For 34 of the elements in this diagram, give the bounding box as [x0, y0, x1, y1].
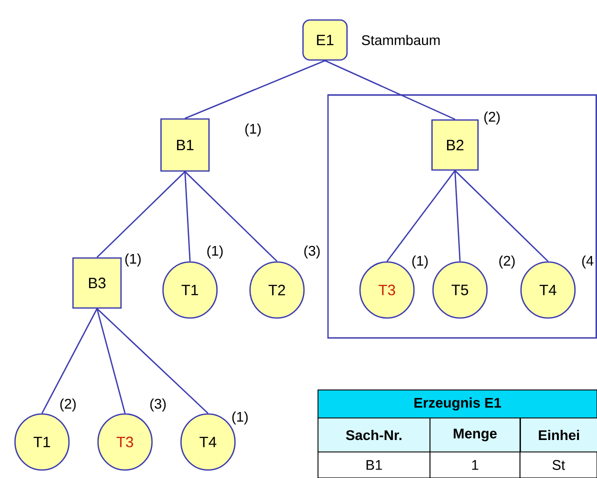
connector-line	[386, 170, 456, 262]
connector-line	[96, 308, 208, 414]
connector-line	[184, 60, 326, 119]
column-header: Einhei	[520, 418, 597, 452]
connector-line	[454, 170, 548, 262]
quantity-label: (1)	[243, 122, 263, 138]
connector-line	[41, 308, 98, 414]
connector-line	[184, 171, 278, 262]
connector-line	[96, 308, 126, 414]
column-header: Sach-Nr.	[318, 418, 430, 452]
quantity-label: (3)	[302, 244, 322, 260]
table-header: Erzeugnis E1	[318, 390, 597, 418]
group-frame	[327, 94, 597, 339]
quantity-label: (2)	[58, 397, 78, 412]
connector-line	[454, 170, 461, 262]
quantity-label: (2)	[497, 254, 517, 270]
quantity-label: (1)	[205, 244, 225, 260]
node-label: Stammbaum	[360, 34, 442, 46]
table-cell: St	[520, 452, 597, 478]
quantity-label: (3)	[148, 397, 168, 412]
quantity-label: (1)	[230, 410, 250, 426]
assembly-box: B2	[431, 119, 479, 171]
table-cell: B1	[318, 452, 430, 478]
assembly-box: B1	[160, 118, 210, 172]
connector-line	[96, 171, 186, 258]
assembly-box: B3	[72, 257, 122, 309]
product-box: E1	[302, 19, 348, 61]
quantity-label: (4	[580, 254, 595, 270]
table-cell: 1	[430, 452, 520, 478]
column-header: Menge	[430, 418, 520, 452]
quantity-label: (1)	[123, 252, 143, 268]
connector-line	[324, 60, 456, 120]
quantity-label: (2)	[482, 110, 502, 126]
connector-line	[184, 172, 191, 262]
